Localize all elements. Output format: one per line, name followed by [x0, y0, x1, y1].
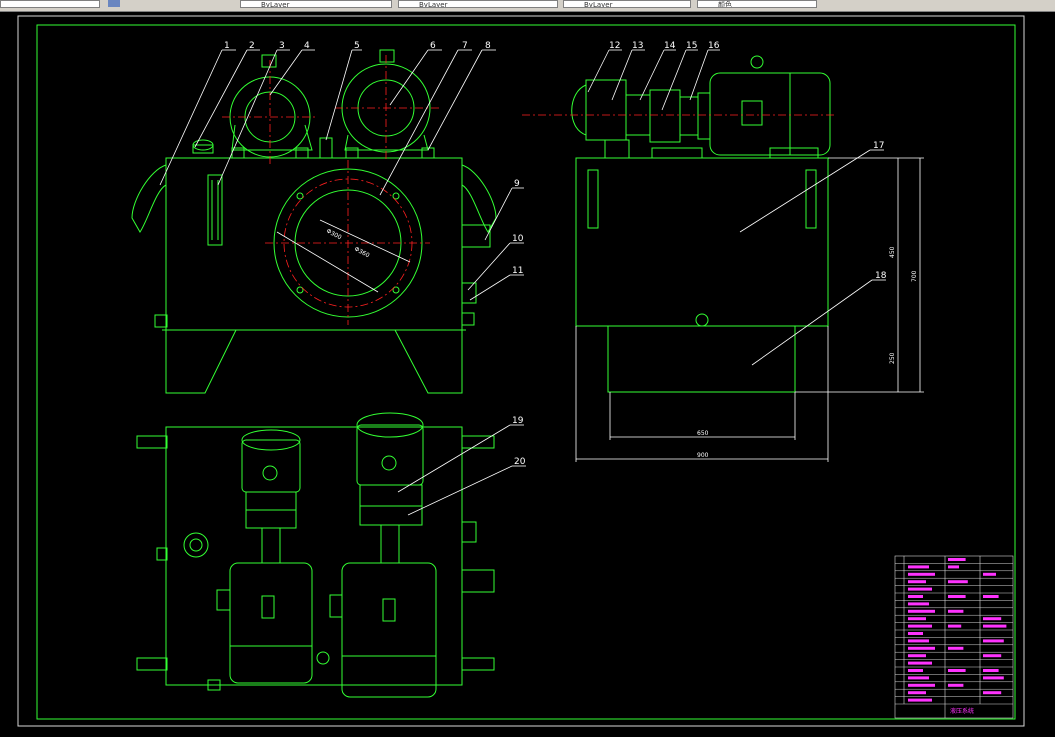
parts-list-text-blob — [983, 572, 996, 576]
drawing-frame — [36, 24, 1016, 720]
parts-list-text-blob — [908, 639, 929, 643]
parts-list-rows — [895, 558, 1013, 702]
parts-list-text-blob — [908, 565, 929, 569]
parts-list-text-blob — [908, 580, 926, 584]
parts-list-text-blob — [948, 669, 966, 672]
parts-list-text-blob — [908, 595, 923, 598]
parts-list-text-blob — [908, 617, 926, 621]
dim-front-outer: Φ360 — [353, 246, 371, 260]
parts-list-text-blob — [948, 580, 968, 584]
layer-icon[interactable] — [108, 0, 120, 7]
balloon-8: 8 — [485, 41, 491, 51]
balloon-20: 20 — [514, 457, 526, 467]
balloon-18: 18 — [875, 271, 887, 281]
dim-side-lower: 250 — [889, 352, 896, 364]
parts-list-text-blob — [948, 609, 964, 613]
balloon-5: 5 — [354, 41, 360, 51]
plotstyle-dropdown[interactable]: ByLayer — [563, 0, 691, 8]
balloon-7: 7 — [462, 41, 468, 51]
cad-drawing: Φ300 Φ360 450 — [17, 15, 1025, 727]
top-tank — [165, 426, 463, 686]
toolbar-field-blank[interactable] — [0, 0, 100, 8]
balloon-2: 2 — [249, 41, 255, 51]
balloon-6: 6 — [430, 41, 436, 51]
parts-list-text-blob — [908, 632, 923, 635]
balloon-4: 4 — [304, 41, 310, 51]
balloon-19: 19 — [512, 416, 524, 426]
leader-lines — [159, 49, 886, 516]
lineweight-dropdown[interactable]: ByLayer — [398, 0, 558, 8]
tank-body — [165, 157, 463, 331]
toolbar: ByLayer ByLayer ByLayer 颜色 — [0, 0, 1055, 12]
balloon-14: 14 — [664, 41, 676, 51]
parts-list-text-blob — [983, 669, 999, 672]
side-tank-body — [575, 157, 829, 327]
parts-list-text-blob — [908, 683, 935, 687]
parts-list-text-blob — [948, 624, 962, 628]
front-view — [131, 49, 497, 394]
side-motor — [709, 72, 831, 156]
balloon-15: 15 — [686, 41, 697, 51]
parts-list-text-blob — [908, 669, 923, 672]
parts-list-text-blob — [948, 565, 959, 569]
balloon-13: 13 — [632, 41, 643, 51]
parts-list-text-blob — [983, 691, 1002, 695]
front-dimension-lines — [276, 219, 411, 293]
parts-list-text-blob — [908, 654, 926, 658]
color-dropdown[interactable]: 颜色 — [697, 0, 817, 8]
balloon-16: 16 — [708, 41, 720, 51]
parts-list-text-blob — [908, 698, 932, 702]
title-block-label: 液压系统 — [950, 707, 974, 715]
parts-list-text-blob — [948, 595, 966, 598]
side-base — [607, 325, 796, 393]
dim-side-outer-width: 900 — [697, 452, 709, 459]
parts-list-text-blob — [983, 654, 1002, 658]
parts-list-text-blob — [948, 646, 964, 650]
dim-side-total: 700 — [911, 270, 918, 282]
linetype-dropdown[interactable]: ByLayer — [240, 0, 392, 8]
drawing-canvas[interactable]: Φ300 Φ360 450 — [0, 11, 1055, 733]
dim-side-upper: 450 — [889, 246, 896, 258]
balloon-17: 17 — [873, 141, 884, 151]
motor-2 — [341, 562, 437, 698]
parts-list-text-blob — [908, 587, 932, 591]
balloon-12: 12 — [609, 41, 620, 51]
dim-side-inner-width: 650 — [697, 430, 709, 437]
parts-list-text-blob — [908, 609, 935, 613]
balloon-1: 1 — [224, 41, 230, 51]
parts-list-text-blob — [983, 624, 1007, 628]
parts-list-text-blob — [983, 617, 1002, 621]
side-view — [571, 55, 831, 393]
left-handle — [131, 164, 167, 233]
balloon-10: 10 — [512, 234, 524, 244]
sheet-border — [17, 15, 1025, 727]
parts-list-text-blob — [983, 639, 1004, 643]
parts-list-text-blob — [908, 624, 932, 628]
balloon-11: 11 — [512, 266, 523, 276]
right-handle — [461, 164, 497, 233]
parts-list-text-blob — [948, 558, 966, 561]
balloon-9: 9 — [514, 179, 520, 189]
parts-list-text-blob — [908, 602, 929, 606]
parts-list-text-blob — [983, 595, 999, 598]
parts-list-text-blob — [908, 646, 935, 650]
parts-list-text-blob — [908, 691, 926, 695]
parts-list-text-blob — [908, 572, 935, 576]
level-gauge — [207, 174, 223, 246]
parts-list-text-blob — [908, 676, 929, 680]
parts-list-text-blob — [983, 676, 1004, 680]
balloon-3: 3 — [279, 41, 285, 51]
front-centerlines — [222, 55, 440, 325]
title-block — [894, 555, 1014, 719]
balloon-labels: 1 2 3 4 5 6 7 8 9 10 11 12 13 14 15 16 1… — [224, 41, 887, 467]
top-view — [136, 412, 495, 698]
parts-list-text-blob — [948, 683, 964, 687]
parts-list-text-blob — [908, 661, 932, 665]
motor-1 — [229, 562, 313, 684]
side-dimension-lines — [575, 157, 924, 462]
